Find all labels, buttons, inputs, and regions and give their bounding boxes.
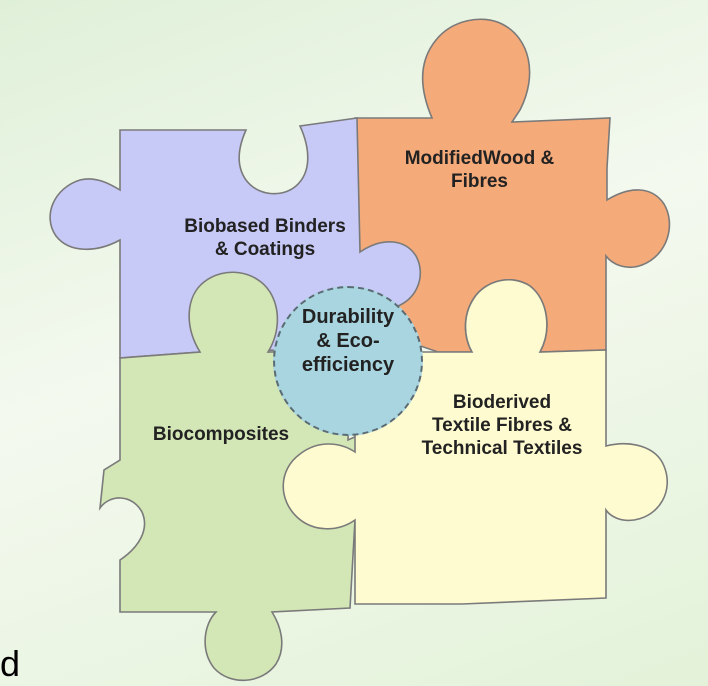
label-biobased-binders: Biobased Binders & Coatings	[150, 215, 380, 261]
label-bioderived-textiles: Bioderived Textile Fibres & Technical Te…	[384, 391, 620, 460]
stray-letter: d	[0, 644, 20, 684]
label-biocomposites: Biocomposites	[124, 423, 318, 446]
label-modified-wood: ModifiedWood & Fibres	[372, 147, 587, 193]
label-durability: Durability & Eco- efficiency	[273, 305, 423, 377]
